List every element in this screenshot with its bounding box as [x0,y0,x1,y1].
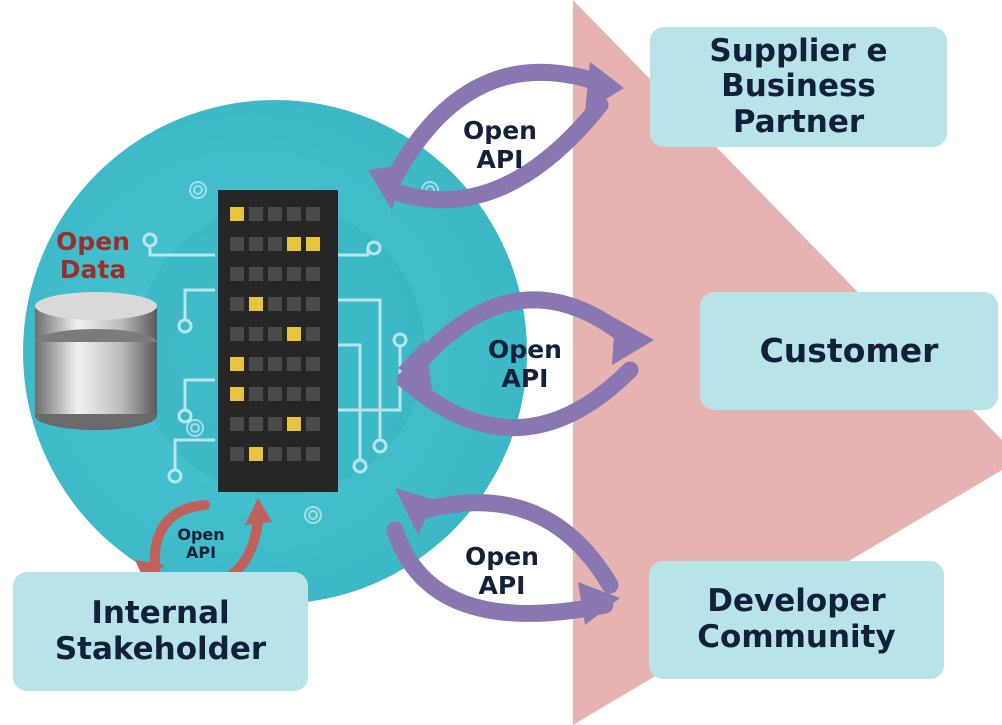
server-light [287,417,301,431]
server-light [306,267,320,281]
server-light [306,207,320,221]
server-light [268,417,282,431]
server-light [230,357,244,371]
server-light [287,207,301,221]
server-light [230,237,244,251]
node-supplier-label: Supplier e Business Partner [709,32,888,140]
server-light [287,387,301,401]
node-developer: Developer Community [649,561,944,679]
node-customer-label: Customer [759,331,939,371]
server-light [268,327,282,341]
server-light [249,387,263,401]
server-light [268,357,282,371]
server-light [306,417,320,431]
server-light [249,267,263,281]
server-light [249,357,263,371]
server-tower-icon [218,190,338,492]
server-light [249,327,263,341]
server-light [268,447,282,461]
server-light [268,237,282,251]
server-light [230,417,244,431]
server-light [230,447,244,461]
server-light [230,297,244,311]
open-api-arrow-bottom [386,494,619,622]
server-light [249,447,263,461]
server-light [287,447,301,461]
open-api-arrow-top [381,63,615,209]
server-light [287,357,301,371]
arrowhead-icon [395,488,435,535]
api-label-internal: Open API [177,525,225,563]
server-light [306,237,320,251]
server-light [287,327,301,341]
server-light [230,207,244,221]
server-light [268,207,282,221]
server-light [306,327,320,341]
api-label-top: Open API [463,116,537,174]
node-developer-label: Developer Community [697,583,896,655]
arrowhead-icon [578,582,620,625]
node-internal-label: Internal Stakeholder [54,594,267,667]
arrowhead-icon [398,340,432,390]
open-data-label: Open Data [56,227,130,284]
server-light [306,297,320,311]
node-internal: Internal Stakeholder [13,572,308,691]
node-customer: Customer [700,292,998,410]
server-light [230,267,244,281]
server-light [268,387,282,401]
server-light [306,387,320,401]
database-icon [35,292,157,430]
server-light [287,297,301,311]
server-light [287,237,301,251]
api-label-bottom: Open API [465,542,539,600]
server-light [249,237,263,251]
server-light [287,267,301,281]
server-light [249,207,263,221]
server-light [230,327,244,341]
arrowhead-icon [368,165,405,210]
server-light [268,267,282,281]
server-light [306,447,320,461]
arrowhead-icon [612,318,654,365]
api-label-middle: Open API [488,335,562,393]
arrowhead-icon [585,62,624,112]
server-light [268,297,282,311]
arrowhead-icon [245,498,272,525]
server-light [249,297,263,311]
node-supplier: Supplier e Business Partner [650,27,947,147]
server-light [306,357,320,371]
open-api-arrow-middle [396,291,639,437]
server-light [230,387,244,401]
server-light [249,417,263,431]
